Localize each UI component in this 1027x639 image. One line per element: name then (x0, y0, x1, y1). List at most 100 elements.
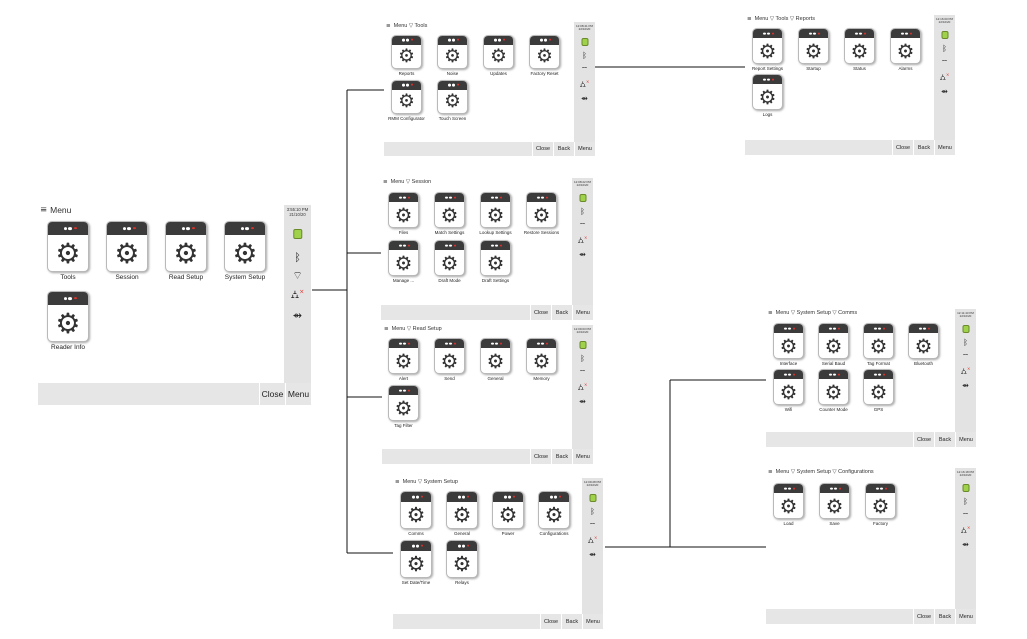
tile-interface[interactable]: ⚙Interface (773, 323, 804, 369)
menu-icon[interactable]: ≡ (40, 205, 48, 215)
tile-serial-baud[interactable]: ⚙Serial Baud (818, 323, 849, 369)
tile-read-setup[interactable]: ⚙Read Setup (165, 221, 207, 282)
tile-gps[interactable]: ⚙GPS (863, 369, 894, 415)
tile-alert[interactable]: ⚙Alert (388, 338, 419, 384)
status-dot (186, 226, 191, 231)
back-button[interactable]: Back (551, 449, 572, 464)
wifi-icon[interactable]: ⌔ (578, 368, 587, 377)
menu-icon[interactable]: ≡ (747, 16, 752, 22)
menu-icon[interactable]: ≡ (768, 469, 773, 475)
tile-general[interactable]: ⚙General (446, 491, 478, 539)
menu-icon[interactable]: ≡ (768, 310, 773, 316)
tile-lookup-settings[interactable]: ⚙Lookup Settings (479, 192, 512, 238)
menu-icon[interactable]: ≡ (395, 479, 400, 485)
tile-updates[interactable]: ⚙Updates (483, 35, 514, 79)
tile-relays[interactable]: ⚙Relays (446, 540, 478, 588)
tile-set-date-time[interactable]: ⚙Set Date/Time (400, 540, 432, 588)
menu-button[interactable]: Menu (582, 614, 603, 629)
tile-send[interactable]: ⚙Send (434, 338, 465, 384)
tile-status[interactable]: ⚙Status (844, 28, 875, 74)
tile-touch-screen[interactable]: ⚙Touch Screen (437, 80, 468, 124)
icon-header (484, 36, 513, 45)
back-button[interactable]: Back (551, 305, 572, 320)
bluetooth-icon[interactable]: ᛒ (580, 207, 585, 216)
icon-header (799, 29, 828, 39)
close-button[interactable]: Close (913, 609, 934, 624)
tile-icon: ⚙ (908, 323, 939, 359)
tile-tools[interactable]: ⚙Tools (47, 221, 89, 282)
tile-general[interactable]: ⚙General (480, 338, 511, 384)
tile-wifi[interactable]: ⚙Wifi (773, 369, 804, 415)
tile-system-setup[interactable]: ⚙System Setup (224, 221, 266, 282)
tile-memory[interactable]: ⚙Memory (526, 338, 557, 384)
menu-button[interactable]: Menu (572, 449, 593, 464)
tile-logs[interactable]: ⚙Logs (752, 74, 783, 120)
tile-power[interactable]: ⚙Power (492, 491, 524, 539)
tile-configurations[interactable]: ⚙Configurations (538, 491, 570, 539)
close-button[interactable]: Close (913, 432, 934, 447)
tile-reports[interactable]: ⚙Reports (391, 35, 422, 79)
close-button[interactable]: Close (540, 614, 561, 629)
bluetooth-icon[interactable]: ᛒ (942, 44, 947, 53)
close-button[interactable]: Close (530, 449, 551, 464)
tile-report-settings[interactable]: ⚙Report Settings (752, 28, 783, 74)
tile-manage[interactable]: ⚙Manage ... (388, 240, 419, 286)
tile-factory-reset[interactable]: ⚙Factory Reset (529, 35, 560, 79)
status-dots (876, 487, 887, 491)
tile-draft-settings[interactable]: ⚙Draft Settings (480, 240, 511, 286)
tile-label: Bluetooth (913, 361, 934, 366)
wifi-icon[interactable]: ⌔ (292, 269, 303, 283)
bluetooth-icon[interactable]: ᛒ (963, 497, 968, 506)
bluetooth-icon[interactable]: ᛒ (580, 354, 585, 363)
tile-counter-mode[interactable]: ⚙Counter Mode (818, 369, 849, 415)
menu-button[interactable]: Menu (572, 305, 593, 320)
tile-factory[interactable]: ⚙Factory (865, 483, 896, 529)
tile-comms[interactable]: ⚙Comms (400, 491, 432, 539)
menu-button[interactable]: Menu (574, 142, 595, 156)
wifi-icon[interactable]: ⌔ (578, 221, 587, 230)
gear-icon: ⚙ (452, 503, 472, 528)
tile-startup[interactable]: ⚙Startup (798, 28, 829, 74)
close-button[interactable]: Close (892, 140, 913, 155)
bluetooth-icon[interactable]: ᛒ (294, 250, 301, 264)
menu-button[interactable]: Menu (285, 383, 311, 405)
gear-icon: ⚙ (440, 203, 459, 227)
back-button[interactable]: Back (913, 140, 934, 155)
menu-icon[interactable]: ≡ (386, 23, 391, 29)
wifi-icon[interactable]: ⌔ (580, 65, 589, 74)
tile-tag-filter[interactable]: ⚙Tag Filter (388, 385, 419, 431)
tile-reader-info[interactable]: ⚙Reader Info (47, 291, 89, 352)
tile-rmm-configurator[interactable]: ⚙RMM Configurator (388, 80, 425, 124)
menu-button[interactable]: Menu (934, 140, 955, 155)
tile-tag-format[interactable]: ⚙Tag Format (863, 323, 894, 369)
wifi-icon[interactable]: ⌔ (961, 352, 970, 361)
wifi-icon[interactable]: ⌔ (588, 521, 597, 530)
tile-restore-sessions[interactable]: ⚙Restore Sessions (524, 192, 559, 238)
wifi-icon[interactable]: ⌔ (940, 58, 949, 67)
tile-match-settings[interactable]: ⚙Match Settings (434, 192, 465, 238)
tile-bluetooth[interactable]: ⚙ Bluetooth (908, 323, 939, 369)
back-button[interactable]: Back (934, 609, 955, 624)
menu-button[interactable]: Menu (955, 432, 976, 447)
back-button[interactable]: Back (934, 432, 955, 447)
menu-button[interactable]: Menu (955, 609, 976, 624)
tile-session[interactable]: ⚙Session (106, 221, 148, 282)
tile-load[interactable]: ⚙Load (773, 483, 804, 529)
back-button[interactable]: Back (561, 614, 582, 629)
back-button[interactable]: Back (553, 142, 574, 156)
close-button[interactable]: Close (259, 383, 285, 405)
close-button[interactable]: Close (532, 142, 553, 156)
wifi-icon[interactable]: ⌔ (961, 511, 970, 520)
bluetooth-icon[interactable]: ᛒ (590, 507, 595, 516)
bluetooth-icon[interactable]: ᛒ (582, 51, 587, 60)
close-button[interactable]: Close (530, 305, 551, 320)
tile-files[interactable]: ⚙Files (388, 192, 419, 238)
tile-alarms[interactable]: ⚙Alarms (890, 28, 921, 74)
tile-draft-mode[interactable]: ⚙Draft Mode (434, 240, 465, 286)
tile-save[interactable]: ⚙Save (819, 483, 850, 529)
menu-icon[interactable]: ≡ (384, 326, 389, 332)
status-dot (829, 327, 833, 331)
tile-noise[interactable]: ⚙Noise (437, 35, 468, 79)
bluetooth-icon[interactable]: ᛒ (963, 338, 968, 347)
menu-icon[interactable]: ≡ (383, 179, 388, 185)
